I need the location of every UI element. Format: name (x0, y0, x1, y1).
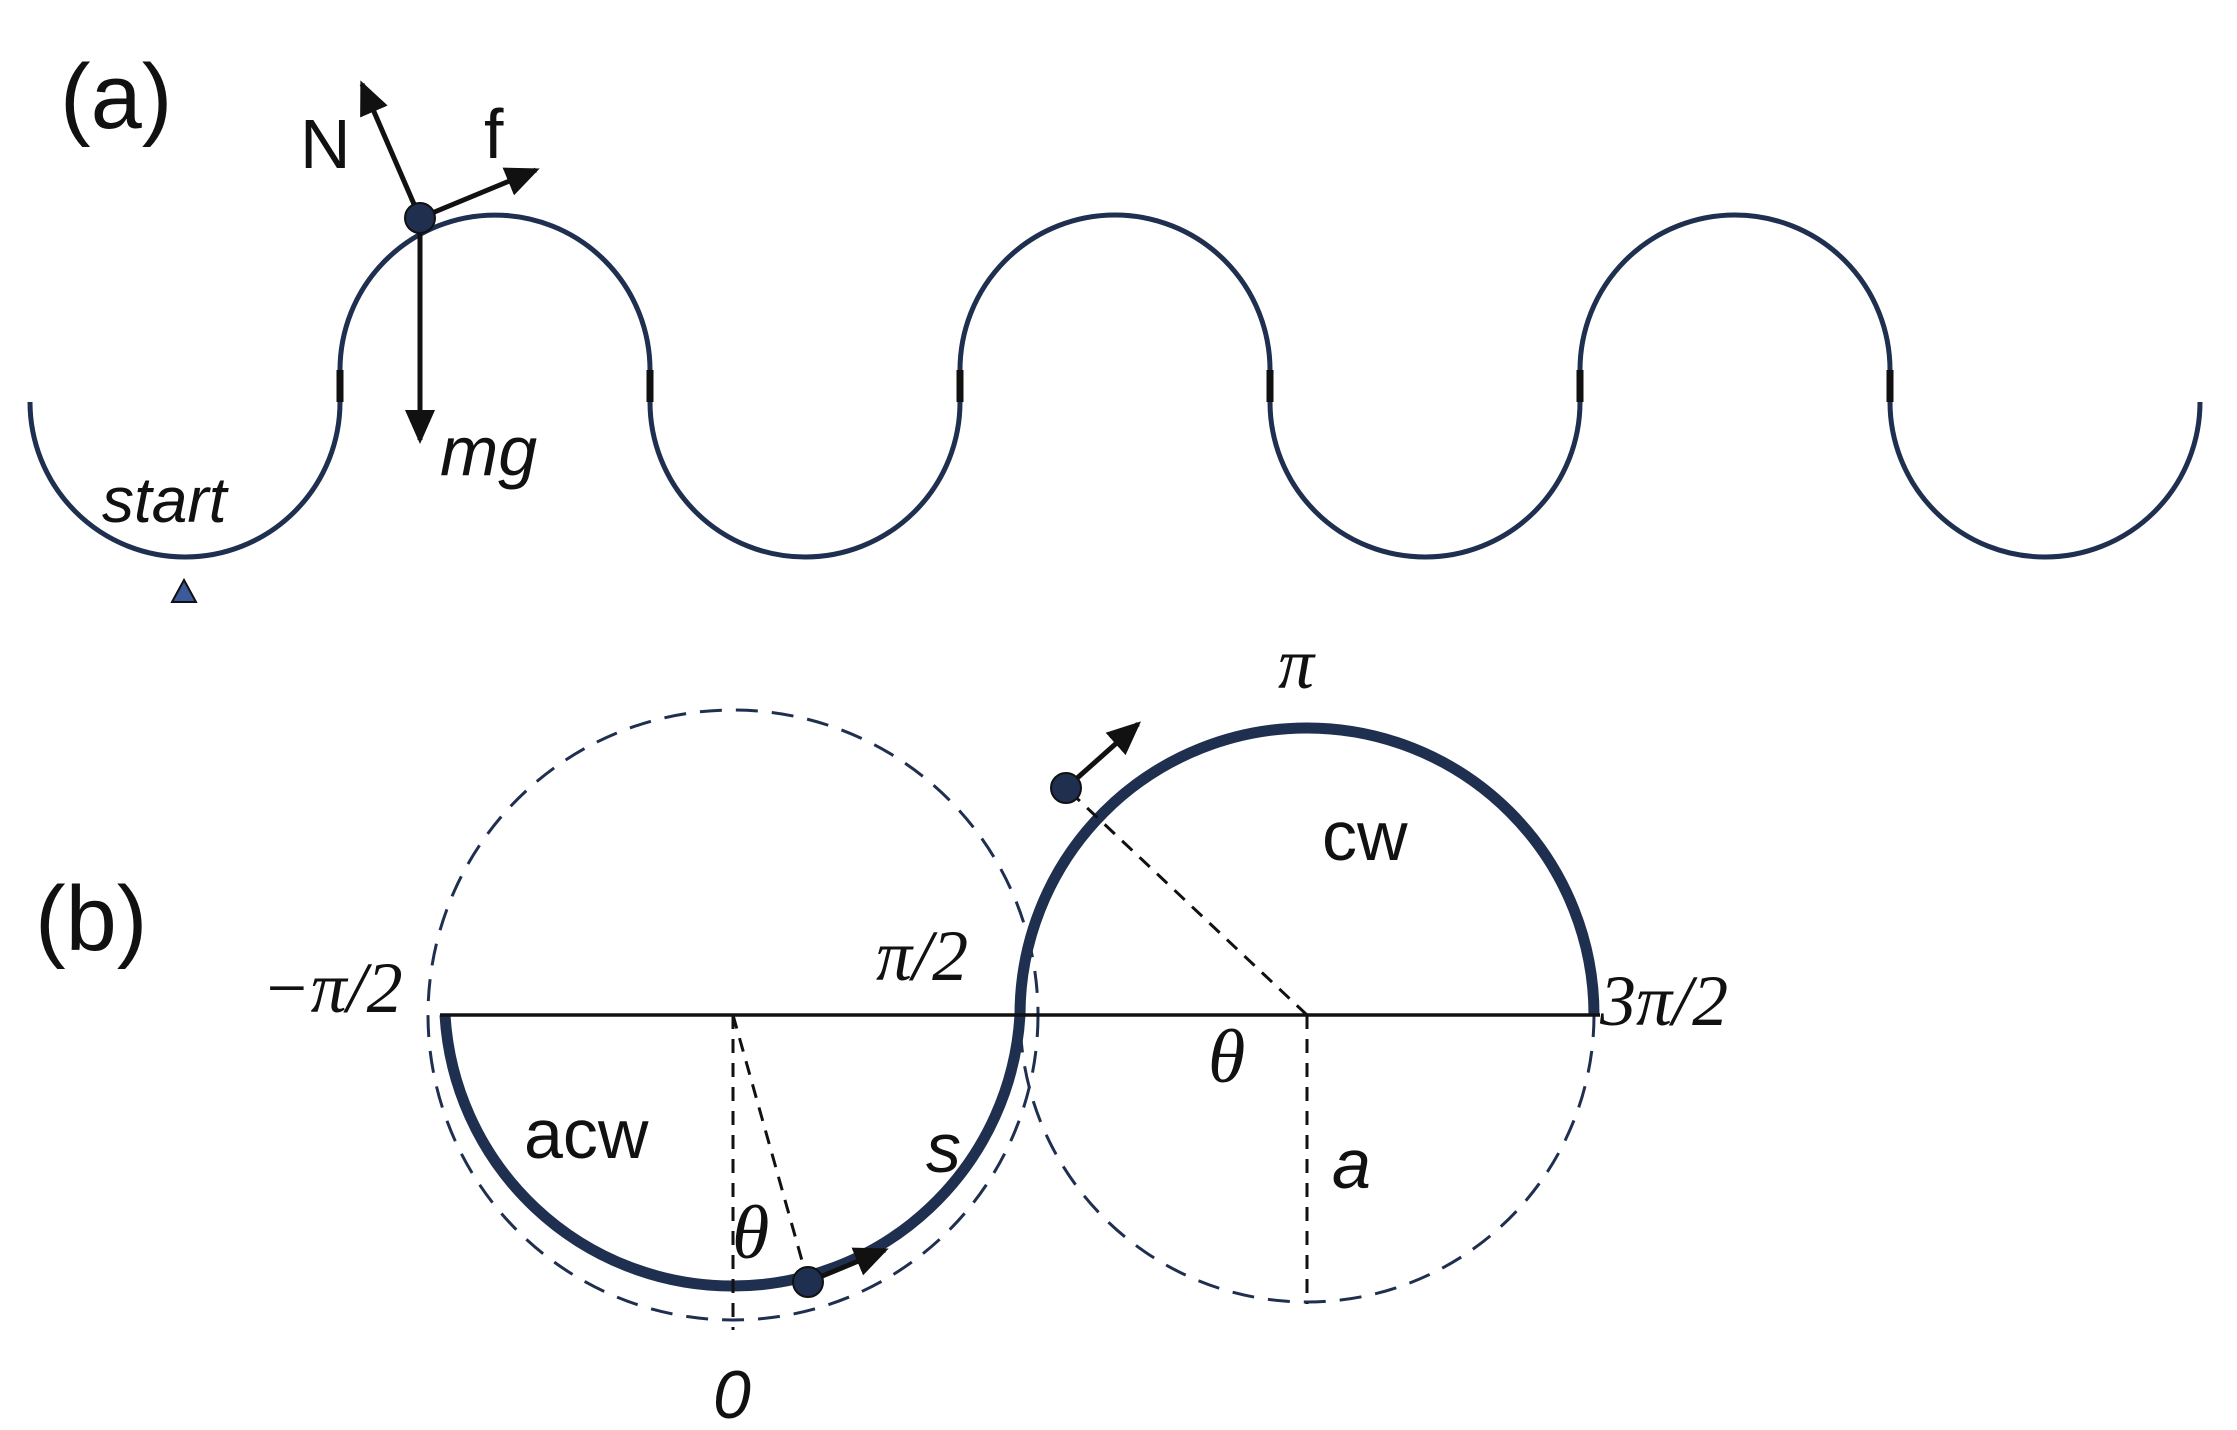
panel-a-label: (a) (60, 46, 172, 148)
right-radial-dashed (1064, 786, 1309, 1017)
panel-b: (b) −π/2 π/2 π 3π/2 0 θ θ (35, 624, 1728, 1430)
left-bead (792, 1266, 824, 1298)
theta-left-label: θ (732, 1191, 769, 1275)
right-velocity-arrow (1064, 721, 1141, 790)
right-thick-arc (1014, 722, 1600, 1016)
angle-neg-half-pi-label: −π/2 (262, 948, 403, 1028)
angle-three-half-pi-label: 3π/2 (1599, 961, 1728, 1041)
left-direction-label: acw (524, 1095, 649, 1173)
bead (404, 202, 436, 234)
wavy-track (27, 212, 2203, 560)
normal-force-label: N (300, 105, 351, 183)
angle-pi-label: π (1278, 624, 1316, 704)
right-bead (1050, 772, 1082, 804)
angle-zero-label: 0 (713, 1357, 751, 1430)
angle-half-pi-label: π/2 (876, 916, 968, 996)
radius-label: a (1332, 1125, 1371, 1203)
panel-b-label: (b) (35, 868, 147, 970)
friction-force-arrow (419, 167, 540, 221)
normal-force-arrow (359, 80, 423, 219)
arc-length-label: s (926, 1109, 961, 1187)
gravity-force-label: mg (440, 412, 537, 490)
start-label: start (102, 464, 229, 536)
panel-a: (a) N f mg start (27, 46, 2203, 603)
right-direction-label: cw (1322, 797, 1408, 875)
start-marker-icon (170, 577, 198, 603)
friction-force-label: f (484, 95, 504, 173)
theta-right-label: θ (1208, 1015, 1245, 1099)
